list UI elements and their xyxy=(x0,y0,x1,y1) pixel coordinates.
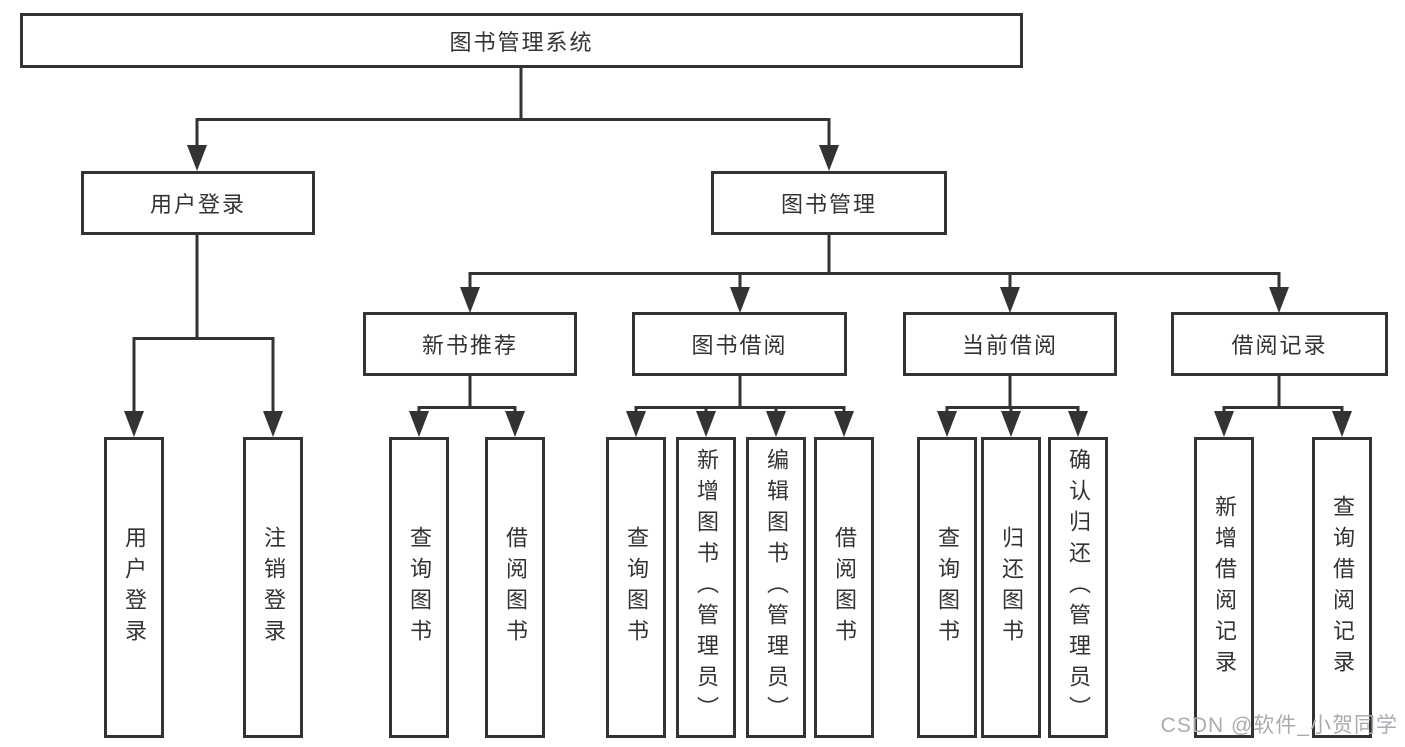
leaf-query-books-current: 查询图书 xyxy=(917,437,977,738)
leaf-query-books-borrow-label: 查询图书 xyxy=(624,525,649,650)
node-book-borrow: 图书借阅 xyxy=(632,312,847,376)
leaf-add-borrow-record-label: 新增借阅记录 xyxy=(1212,494,1237,681)
node-root: 图书管理系统 xyxy=(20,13,1023,68)
node-book-management: 图书管理 xyxy=(711,171,947,235)
leaf-logout-label: 注销登录 xyxy=(261,525,286,650)
leaf-query-borrow-record: 查询借阅记录 xyxy=(1312,437,1372,738)
leaf-return-book-label: 归还图书 xyxy=(999,525,1024,650)
node-user-login-label: 用户登录 xyxy=(149,192,246,217)
node-new-book-recommend: 新书推荐 xyxy=(363,312,577,376)
watermark: CSDN @软件_小贺同学 xyxy=(1160,714,1398,737)
node-book-borrow-label: 图书借阅 xyxy=(691,333,788,358)
leaf-edit-book-admin: 编辑图书（管理员） xyxy=(746,437,806,738)
node-new-book-recommend-label: 新书推荐 xyxy=(421,333,518,358)
leaf-add-borrow-record: 新增借阅记录 xyxy=(1194,437,1254,738)
node-current-borrow: 当前借阅 xyxy=(903,312,1117,376)
node-borrow-records: 借阅记录 xyxy=(1171,312,1388,376)
leaf-user-login: 用户登录 xyxy=(104,437,164,738)
node-root-label: 图书管理系统 xyxy=(449,29,594,55)
leaf-confirm-return-admin-label: 确认归还（管理员） xyxy=(1066,448,1091,727)
leaf-add-book-admin-label: 新增图书（管理员） xyxy=(694,448,719,727)
node-book-management-label: 图书管理 xyxy=(780,192,877,217)
leaf-query-books-borrow: 查询图书 xyxy=(606,437,666,738)
leaf-add-book-admin: 新增图书（管理员） xyxy=(676,437,736,738)
leaf-borrow-books-borrow: 借阅图书 xyxy=(814,437,874,738)
leaf-borrow-books-borrow-label: 借阅图书 xyxy=(832,525,857,650)
leaf-query-books-recommend: 查询图书 xyxy=(389,437,449,738)
node-user-login: 用户登录 xyxy=(81,171,315,235)
leaf-borrow-books-recommend: 借阅图书 xyxy=(485,437,545,738)
leaf-borrow-books-recommend-label: 借阅图书 xyxy=(503,525,528,650)
leaf-confirm-return-admin: 确认归还（管理员） xyxy=(1048,437,1108,738)
leaf-query-books-current-label: 查询图书 xyxy=(935,525,960,650)
leaf-user-login-label: 用户登录 xyxy=(122,525,147,650)
leaf-query-books-recommend-label: 查询图书 xyxy=(407,525,432,650)
leaf-query-borrow-record-label: 查询借阅记录 xyxy=(1330,494,1355,681)
node-current-borrow-label: 当前借阅 xyxy=(961,333,1058,358)
leaf-return-book: 归还图书 xyxy=(981,437,1041,738)
leaf-logout: 注销登录 xyxy=(243,437,303,738)
leaf-edit-book-admin-label: 编辑图书（管理员） xyxy=(764,448,789,727)
node-borrow-records-label: 借阅记录 xyxy=(1231,333,1328,358)
